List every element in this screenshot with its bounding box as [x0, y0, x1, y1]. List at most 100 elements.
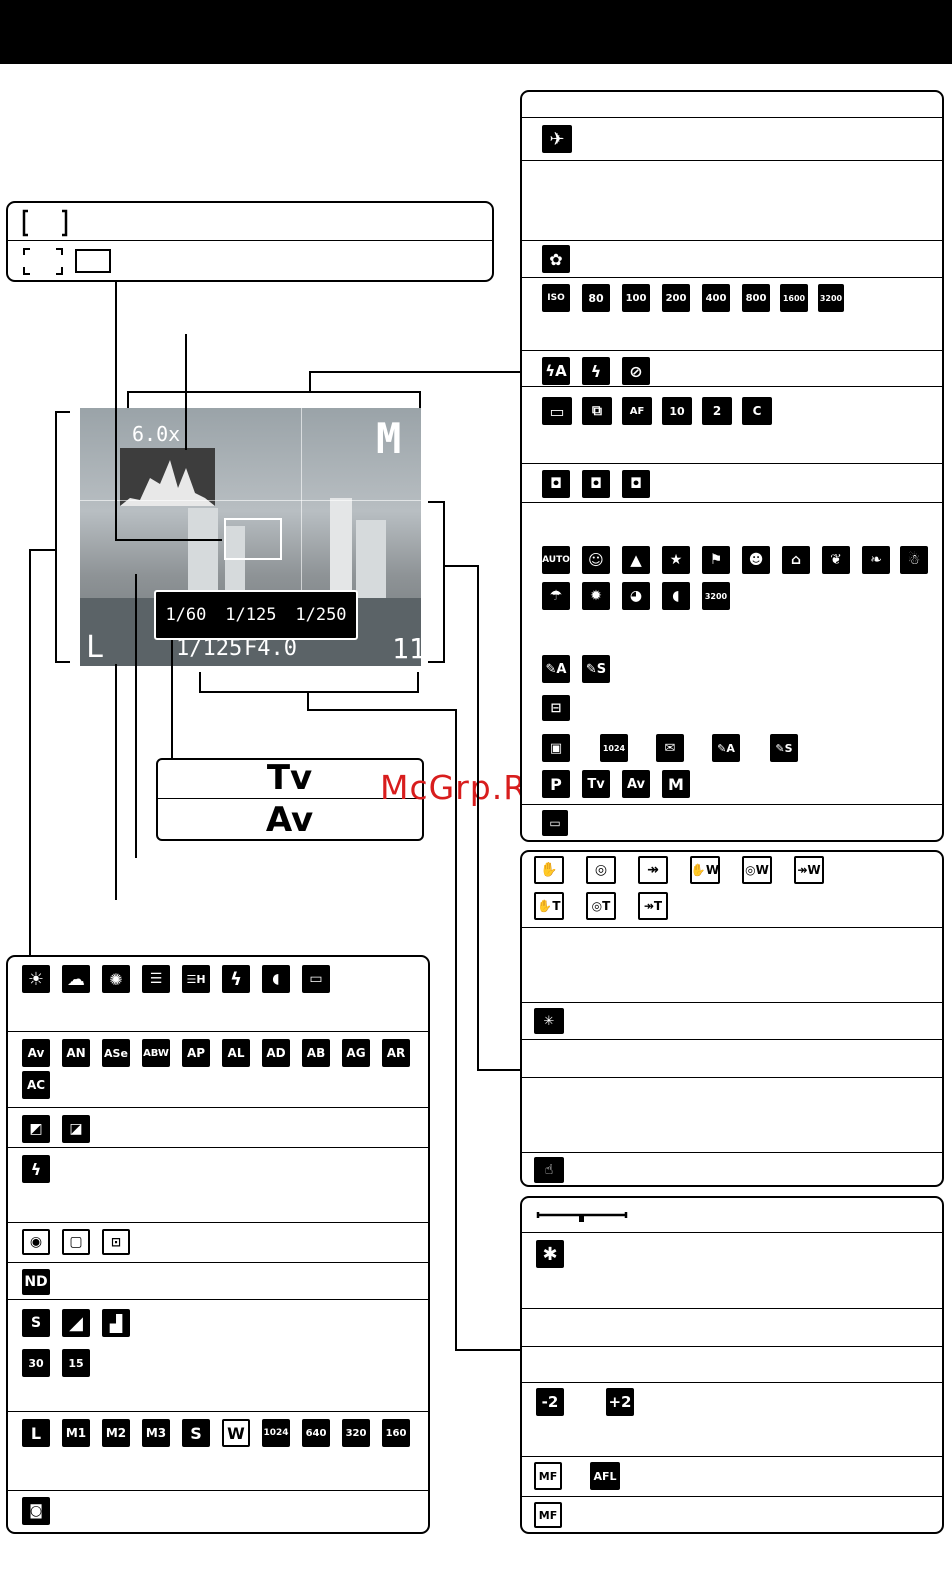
- resolution-320-icon: 320: [342, 1419, 370, 1447]
- iso-200-icon: 200: [662, 284, 690, 312]
- self-timer-2-icon: 2: [702, 397, 732, 425]
- continuous-af-icon: AF: [622, 397, 652, 425]
- exposure-level-icon: [536, 1212, 628, 1222]
- ae-bracketing-icon: ◩: [22, 1115, 50, 1143]
- my-colors-vivid-icon: Av: [22, 1039, 50, 1067]
- resolution-s-icon: S: [182, 1419, 210, 1447]
- av-label: Av: [265, 800, 314, 840]
- flash-off-icon: ⊘: [622, 357, 650, 385]
- fireworks-icon: ✹: [582, 582, 610, 610]
- tv-av-legend: [156, 758, 424, 841]
- underwater-icon: ◖: [262, 965, 290, 993]
- iso-1600-icon: 1600: [780, 284, 808, 312]
- is-continuous-icon: ◎: [586, 856, 616, 884]
- manual-focus-icon-2: MF: [534, 1502, 562, 1528]
- reduce-noise-icon: ☝: [534, 1157, 564, 1183]
- sports-icon: ⚑: [702, 546, 730, 574]
- frame-rate-15-icon: 15: [62, 1349, 90, 1377]
- my-colors-darker-icon: AD: [262, 1039, 290, 1067]
- fine-icon: ◢: [62, 1309, 90, 1337]
- fall-foliage-icon: ❦: [822, 546, 850, 574]
- camera-orientation-left-icon: ◘: [582, 470, 610, 498]
- kids-pets-icon: ☻: [742, 546, 770, 574]
- evaluative-metering-icon: ◉: [22, 1229, 50, 1255]
- right-middle-legend-box: ✋ ◎ ↠ ✋W ◎W ↠W ✋T ◎T ↠T ✳ ☝: [520, 850, 944, 1187]
- beach-icon: ☂: [542, 582, 570, 610]
- frame-rate-30-icon: 30: [22, 1349, 50, 1377]
- resolution-640-icon: 640: [302, 1419, 330, 1447]
- resolution-160-icon: 160: [382, 1419, 410, 1447]
- sound-memo-icon: ◙: [22, 1497, 50, 1525]
- af-frame: [224, 518, 282, 560]
- my-colors-red-icon: AR: [382, 1039, 410, 1067]
- tv-label: Tv: [266, 758, 313, 798]
- single-shot-icon: ▭: [542, 397, 572, 425]
- right-bottom-legend-box: ✱ -2 +2 MF AFL MF: [520, 1196, 944, 1534]
- mode-p-icon: P: [542, 770, 570, 798]
- night-scene-icon: ★: [662, 546, 690, 574]
- flash-wb-icon: ϟ: [222, 965, 250, 993]
- fluorescent-h-icon: ☰H: [182, 965, 210, 993]
- focus-bracketing-icon: ◪: [62, 1115, 90, 1143]
- continuous-icon: ⧉: [582, 397, 612, 425]
- indoor-icon: ⌂: [782, 546, 810, 574]
- low-battery-icon: ▭: [542, 810, 568, 836]
- flash-auto-icon: ϟA: [542, 357, 570, 385]
- iso-400-icon: 400: [702, 284, 730, 312]
- my-colors-positive-icon: AP: [182, 1039, 210, 1067]
- right-top-legend-box: ✈ ✿ ISO 80 100 200 400 800 1600 3200 ϟA …: [520, 90, 944, 842]
- flash-on-icon: ϟ: [582, 357, 610, 385]
- is-wide-continuous-icon: ◎W: [742, 856, 772, 884]
- stitch-assist-icon: ⊟: [542, 695, 570, 721]
- is-wide-shake-icon: ✋W: [690, 856, 720, 884]
- airplane-icon: ✈: [542, 125, 572, 153]
- mode-m-icon: M: [662, 770, 690, 798]
- my-colors-blue-icon: AB: [302, 1039, 330, 1067]
- manual-focus-icon: MF: [534, 1462, 562, 1490]
- flash-exposure-comp-icon: ϟ: [22, 1155, 50, 1183]
- resolution-m3-icon: M3: [142, 1419, 170, 1447]
- movie-1024-icon: 1024: [600, 734, 628, 762]
- center-weighted-metering-icon: ▢: [62, 1229, 90, 1255]
- superfine-icon: S: [22, 1309, 50, 1337]
- af-lock-icon: AFL: [590, 1462, 620, 1490]
- snow-icon: ☃: [900, 546, 928, 574]
- mode-tv-icon: Tv: [582, 770, 610, 798]
- underwater-scene-icon: ◖: [662, 582, 690, 610]
- camera-orientation-icon: ◘: [542, 470, 570, 498]
- watermark: McGrp.Ru: [380, 768, 548, 807]
- iso-auto-icon: ISO: [542, 284, 570, 312]
- auto-mode-icon: AUTO: [542, 546, 570, 574]
- cloud-icon: ☁: [62, 965, 90, 993]
- tv-scale: 1/60 1/125 1/250: [154, 590, 358, 640]
- fluorescent-icon: ☰: [142, 965, 170, 993]
- lcd-shots: 11: [392, 632, 421, 665]
- nd-filter-icon: ND: [22, 1269, 50, 1295]
- histogram: [120, 448, 215, 506]
- color-accent-icon: ✎A: [542, 655, 570, 683]
- my-colors-neutral-icon: AN: [62, 1039, 90, 1067]
- lcd-zoom: 6.0x: [132, 422, 181, 446]
- my-colors-bw-icon: ABW: [142, 1039, 170, 1067]
- lcd-mode: M: [376, 414, 402, 463]
- macro-icon: ✿: [542, 245, 570, 273]
- spot-ae-frame-icon: [23, 248, 111, 275]
- my-colors-lighter-icon: AL: [222, 1039, 250, 1067]
- color-swap-icon: ✎S: [582, 655, 610, 683]
- iso-800-icon: 800: [742, 284, 770, 312]
- is-tele-continuous-icon: ◎T: [586, 892, 616, 920]
- landscape-icon: ▲: [622, 546, 650, 574]
- resolution-l-icon: L: [22, 1419, 50, 1447]
- resolution-m2-icon: M2: [102, 1419, 130, 1447]
- iso-3200-icon: 3200: [818, 284, 844, 312]
- my-colors-custom-icon: AC: [22, 1071, 50, 1099]
- tungsten-icon: ✺: [102, 965, 130, 993]
- af-frame-legend: [6, 201, 494, 282]
- my-colors-green-icon: AG: [342, 1039, 370, 1067]
- camera-orientation-right-icon: ◘: [622, 470, 650, 498]
- resolution-m1-icon: M1: [62, 1419, 90, 1447]
- date-stamp-icon: ✳: [534, 1008, 564, 1034]
- iso-80-icon: 80: [582, 284, 610, 312]
- movie-color-swap-icon: ✎S: [770, 734, 798, 762]
